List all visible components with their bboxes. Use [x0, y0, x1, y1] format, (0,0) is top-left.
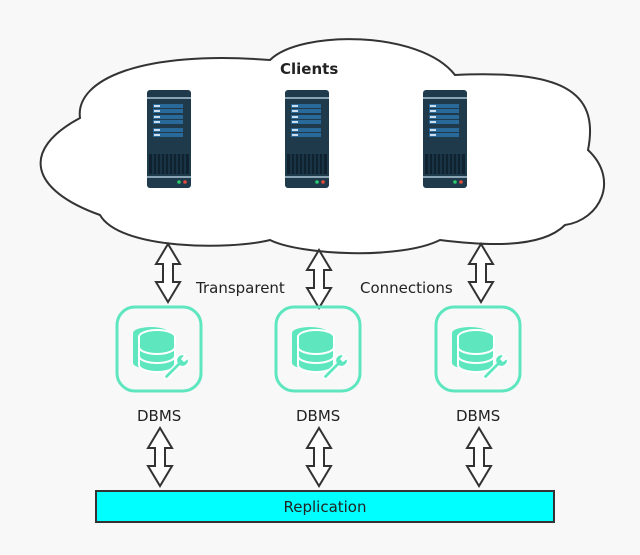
database-wrench-icon	[434, 305, 522, 393]
bidirectional-arrow-icon	[466, 427, 492, 487]
transparent-label: Transparent	[196, 279, 285, 297]
bidirectional-arrow-icon	[306, 249, 332, 309]
client-server-icon	[422, 89, 468, 189]
client-server-icon	[284, 89, 330, 189]
dbms-label: DBMS	[296, 407, 341, 425]
bidirectional-arrow-icon	[155, 243, 181, 303]
replication-label: Replication	[283, 497, 367, 516]
bidirectional-arrow-icon	[147, 427, 173, 487]
database-wrench-icon	[115, 305, 203, 393]
database-wrench-icon	[274, 305, 362, 393]
clients-title: Clients	[280, 60, 339, 78]
bidirectional-arrow-icon	[468, 243, 494, 303]
bidirectional-arrow-icon	[306, 427, 332, 487]
client-server-icon	[146, 89, 192, 189]
connections-label: Connections	[360, 279, 453, 297]
dbms-label: DBMS	[137, 407, 182, 425]
replication-bar: Replication	[95, 490, 555, 523]
dbms-label: DBMS	[456, 407, 501, 425]
